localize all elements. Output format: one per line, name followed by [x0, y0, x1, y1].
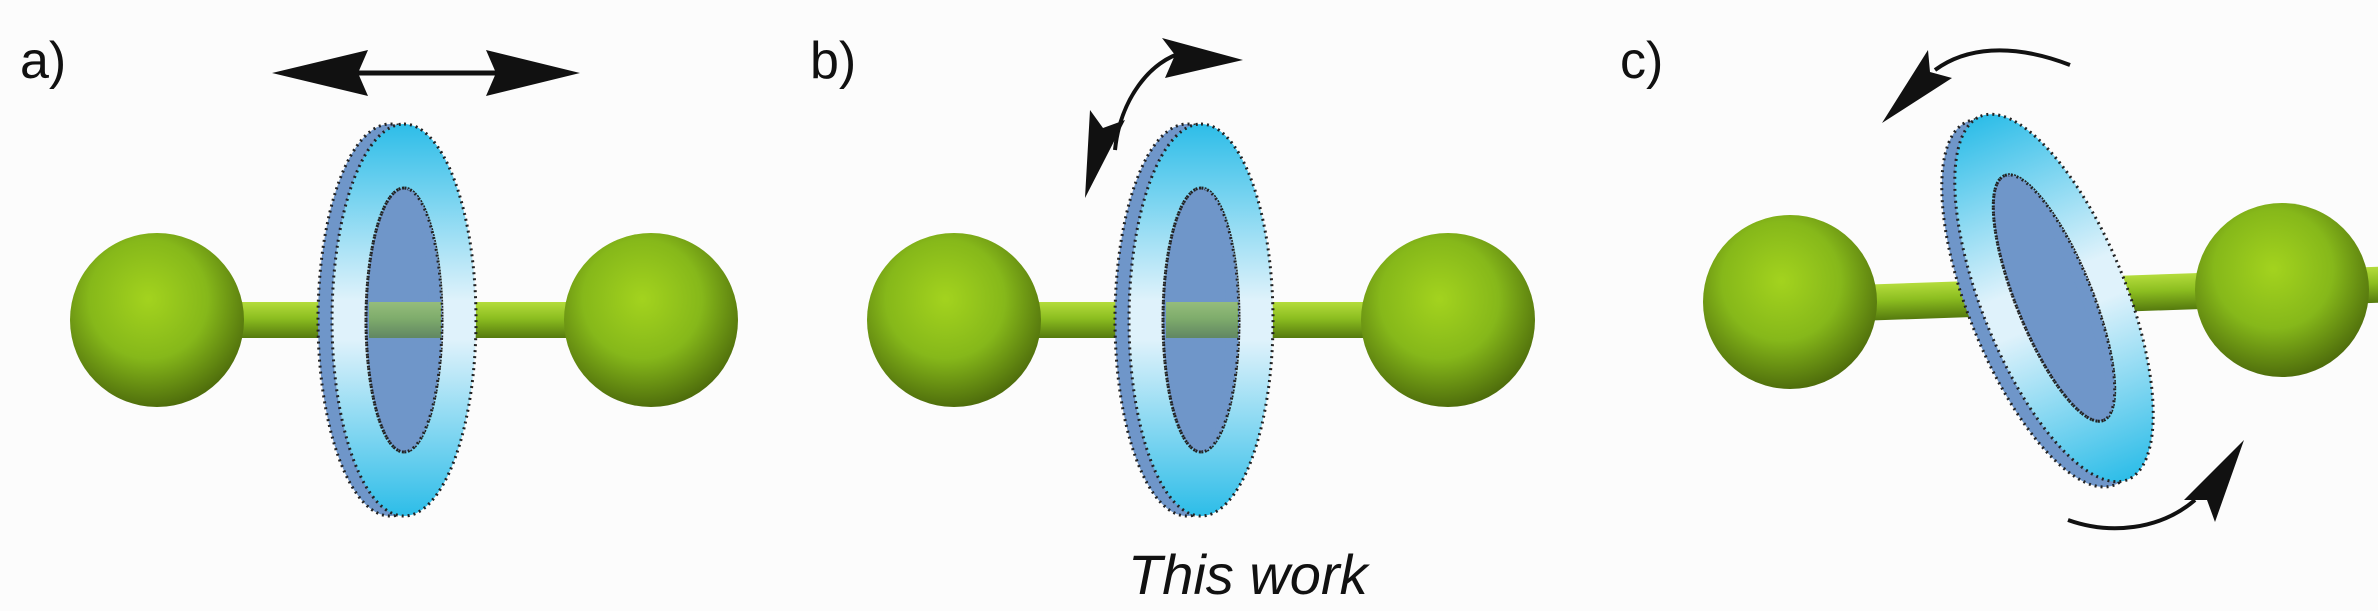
- tumble-arrow-bottom-icon: [2067, 440, 2244, 531]
- panel-label-b: b): [810, 32, 856, 90]
- panel-label-a: a): [20, 32, 66, 90]
- panel-label-c: c): [1620, 32, 1663, 90]
- panel-b: b) This work: [810, 32, 1537, 606]
- caption-this-work: This work: [1128, 543, 1371, 606]
- rotaxane-b: [865, 122, 1537, 518]
- rotaxane-a: [68, 122, 740, 518]
- tumble-arrow-top-icon: [1882, 48, 2071, 123]
- shuttle-double-arrow-icon: [272, 50, 580, 96]
- panel-c: c): [1620, 32, 2378, 531]
- rotaxane-c: [1703, 112, 2378, 489]
- panel-a: a): [20, 32, 740, 518]
- rotation-arrow-icon: [1085, 38, 1243, 198]
